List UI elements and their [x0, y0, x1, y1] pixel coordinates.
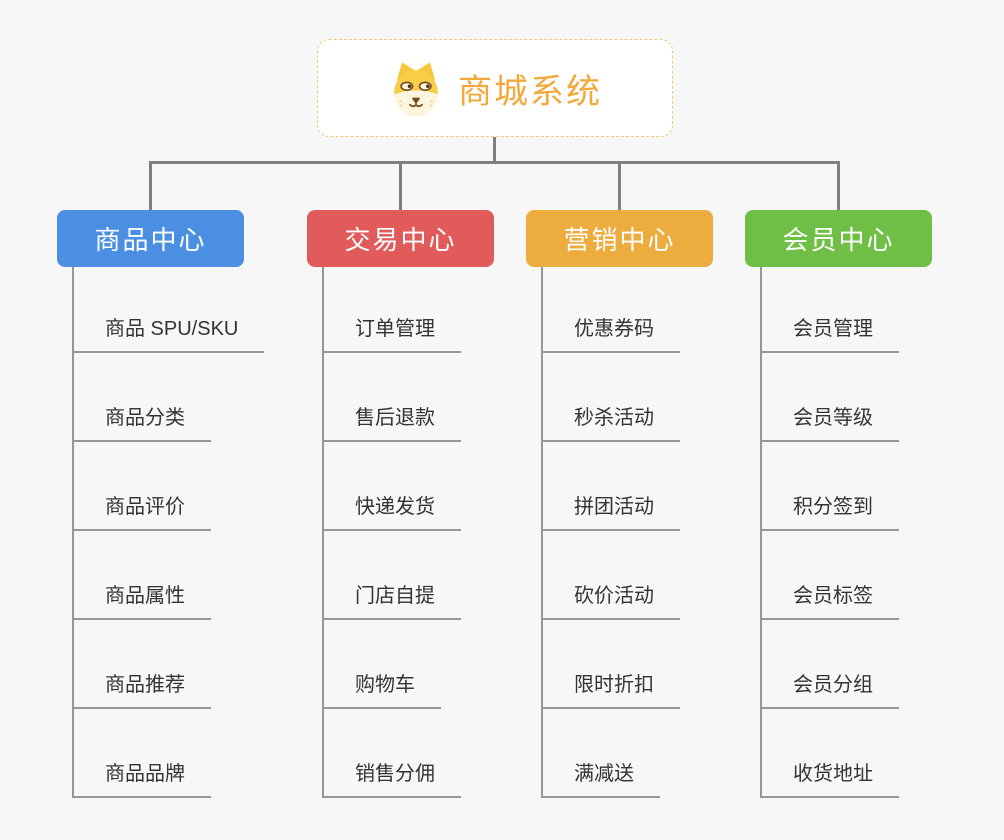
- leaf-node[interactable]: 商品属性: [73, 582, 211, 620]
- branch-drop-line: [399, 161, 402, 211]
- branch-column-trade: 交易中心 订单管理 售后退款 快递发货 门店自提 购物车 销售分佣: [307, 210, 557, 820]
- branch-trunk-line: [760, 267, 762, 798]
- branch-column-product: 商品中心 商品 SPU/SKU 商品分类 商品评价 商品属性 商品推荐 商品品牌: [57, 210, 307, 820]
- leaf-node[interactable]: 售后退款: [323, 404, 461, 442]
- branch-node-product[interactable]: 商品中心: [57, 210, 244, 267]
- leaf-node[interactable]: 优惠券码: [542, 315, 680, 353]
- branch-drop-line: [618, 161, 621, 211]
- root-node[interactable]: 商城系统: [317, 39, 673, 137]
- branch-trunk-line: [322, 267, 324, 798]
- branch-label: 会员中心: [782, 225, 895, 255]
- leaf-node[interactable]: 购物车: [323, 671, 441, 709]
- leaf-node[interactable]: 秒杀活动: [542, 404, 680, 442]
- leaf-node[interactable]: 会员标签: [761, 582, 899, 620]
- leaf-node[interactable]: 门店自提: [323, 582, 461, 620]
- root-title: 商城系统: [458, 72, 602, 111]
- leaf-node[interactable]: 销售分佣: [323, 760, 461, 798]
- leaf-node[interactable]: 快递发货: [323, 493, 461, 531]
- branch-column-member: 会员中心 会员管理 会员等级 积分签到 会员标签 会员分组 收货地址: [745, 210, 995, 820]
- branch-node-marketing[interactable]: 营销中心: [526, 210, 713, 267]
- branch-label: 商品中心: [94, 225, 207, 255]
- branch-trunk-line: [541, 267, 543, 798]
- branch-drop-line: [149, 161, 152, 211]
- dog-face-icon: [394, 63, 438, 116]
- leaf-node[interactable]: 会员分组: [761, 671, 899, 709]
- leaf-node[interactable]: 商品推荐: [73, 671, 211, 709]
- leaf-node[interactable]: 订单管理: [323, 315, 461, 353]
- branch-trunk-line: [72, 267, 74, 798]
- branch-label: 交易中心: [344, 225, 457, 255]
- leaf-node[interactable]: 商品品牌: [73, 760, 211, 798]
- root-connector-stub: [493, 136, 496, 164]
- branch-rail-line: [149, 161, 840, 164]
- leaf-node[interactable]: 拼团活动: [542, 493, 680, 531]
- branch-drop-line: [837, 161, 840, 211]
- leaf-node[interactable]: 收货地址: [761, 760, 899, 798]
- branch-node-member[interactable]: 会员中心: [745, 210, 932, 267]
- leaf-node[interactable]: 商品评价: [73, 493, 211, 531]
- leaf-node[interactable]: 积分签到: [761, 493, 899, 531]
- leaf-node[interactable]: 商品分类: [73, 404, 211, 442]
- branch-label: 营销中心: [563, 225, 676, 255]
- leaf-node[interactable]: 会员等级: [761, 404, 899, 442]
- leaf-node[interactable]: 砍价活动: [542, 582, 680, 620]
- leaf-node[interactable]: 满减送: [542, 760, 660, 798]
- leaf-node[interactable]: 限时折扣: [542, 671, 680, 709]
- leaf-node[interactable]: 会员管理: [761, 315, 899, 353]
- branch-column-marketing: 营销中心 优惠券码 秒杀活动 拼团活动 砍价活动 限时折扣 满减送: [526, 210, 776, 820]
- branch-node-trade[interactable]: 交易中心: [307, 210, 494, 267]
- leaf-node[interactable]: 商品 SPU/SKU: [73, 315, 265, 353]
